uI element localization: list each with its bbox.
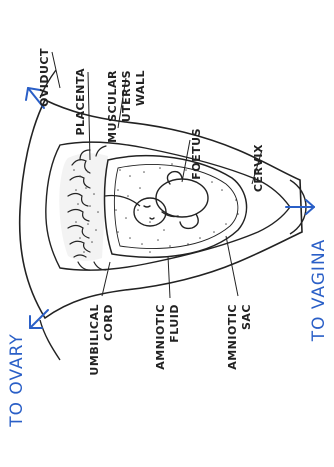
arrow-vagina	[286, 200, 314, 214]
label-foetus: FOETUS	[190, 128, 203, 180]
label-wall: WALL	[134, 70, 147, 106]
label-amniotic-fluid-1: AMNIOTIC	[154, 304, 167, 370]
label-to-vagina: TO VAGINA	[309, 239, 329, 343]
amniotic-sac-inner	[114, 165, 238, 249]
umbilical-cord-line	[105, 195, 140, 206]
label-cord: CORD	[102, 304, 115, 341]
label-amniotic-sac-1: AMNIOTIC	[226, 304, 239, 370]
label-umbilical: UMBILICAL	[88, 304, 101, 376]
label-amniotic-sac-2: SAC	[240, 304, 253, 330]
arrow-ovary	[30, 310, 48, 328]
oviduct-bottom	[40, 320, 60, 360]
label-cervix: CERVIX	[252, 144, 265, 192]
label-placenta: PLACENTA	[74, 68, 87, 136]
label-oviduct: OVIDUCT	[38, 48, 51, 107]
label-muscular: MUSCULAR	[106, 70, 119, 143]
label-amniotic-fluid-2: FLUID	[168, 304, 181, 343]
label-uterus: UTERUS	[120, 70, 133, 122]
label-to-ovary: TO OVARY	[7, 333, 27, 428]
